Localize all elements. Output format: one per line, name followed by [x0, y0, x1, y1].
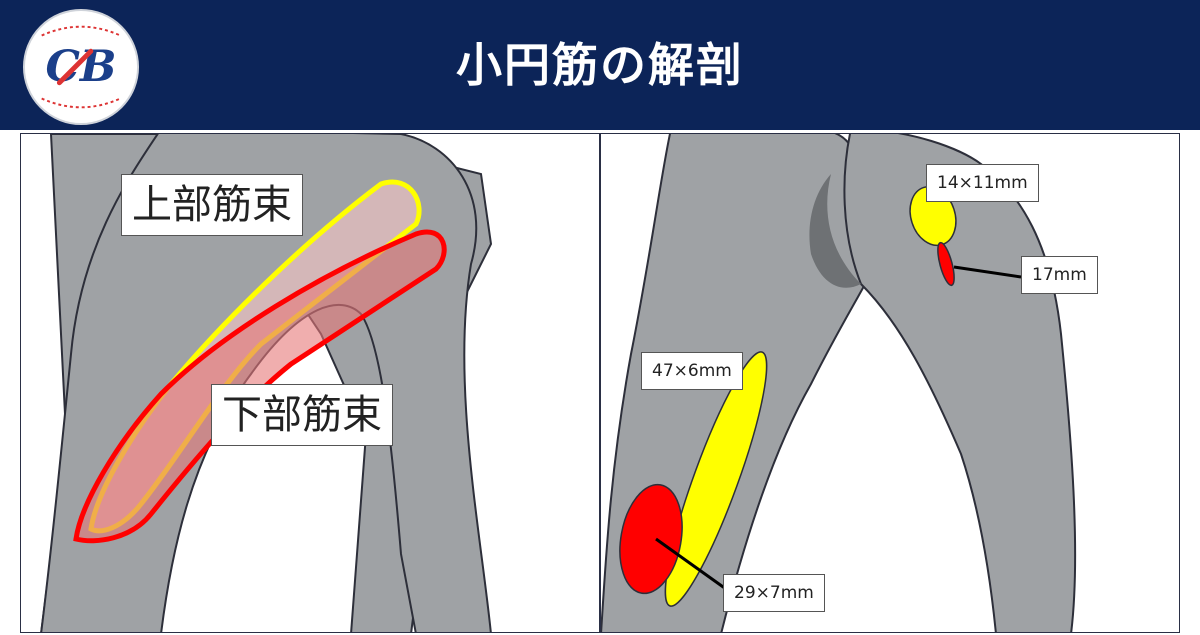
- cb-logo: CB: [22, 8, 140, 126]
- right-anatomy-panel: 14×11mm 17mm 47×6mm 29×7mm: [600, 133, 1180, 633]
- svg-text:CB: CB: [46, 41, 117, 92]
- measurement-upper-red: 17mm: [1021, 256, 1098, 294]
- measurement-lower-yellow: 47×6mm: [641, 352, 743, 390]
- page-title: 小円筋の解剖: [456, 38, 744, 92]
- measurement-lower-red: 29×7mm: [723, 574, 825, 612]
- left-anatomy-illustration: [40, 134, 493, 632]
- upper-bundle-label: 上部筋束: [121, 174, 303, 236]
- measurement-upper-yellow: 14×11mm: [926, 164, 1039, 202]
- header-bar: [0, 0, 1200, 130]
- lower-bundle-label: 下部筋束: [211, 384, 393, 446]
- left-anatomy-panel: 上部筋束 下部筋束: [20, 133, 600, 633]
